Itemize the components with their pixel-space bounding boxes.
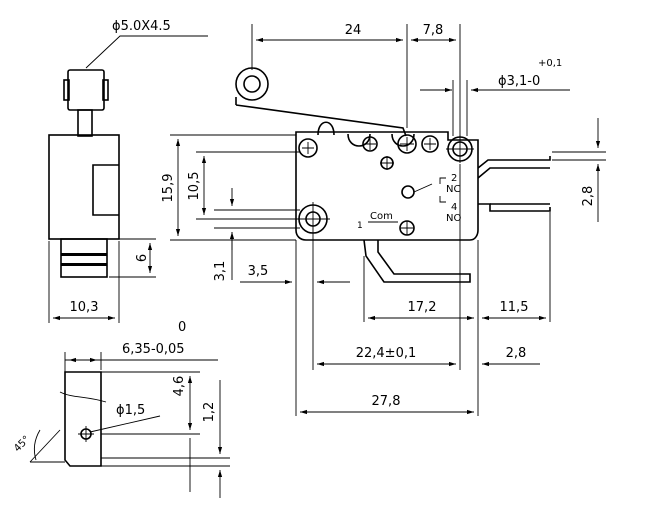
shaft-dia-label: ϕ5.0X4.5 <box>112 19 171 34</box>
no-label: NO <box>446 213 461 224</box>
height-total-label: 15,9 <box>161 174 176 203</box>
term-width-label: 6,35-0,05 <box>122 342 185 357</box>
com-label: Com <box>370 211 393 222</box>
bottom-dimensions: 17,2 11,5 22,4±0,1 2,8 27,8 <box>300 164 551 416</box>
side-width-label: 10,3 <box>70 300 99 315</box>
pin-h2-label: 1,2 <box>202 402 217 423</box>
angle-label: 45° <box>12 434 32 454</box>
front-view: 2 NC 4 NO Com 1 <box>235 67 551 283</box>
terminal-detail: 0 6,35-0,05 ϕ1,5 4,6 1,2 45° <box>12 320 230 498</box>
com-num: 1 <box>357 221 363 231</box>
nc-num: 2 <box>451 173 457 184</box>
side-height-label: 6 <box>135 254 150 262</box>
term-tol-top-label: 0 <box>178 320 186 335</box>
hole-gap-label: 3,5 <box>248 264 269 279</box>
hole-small-label: 3,1 <box>213 261 228 282</box>
no-num: 4 <box>451 202 457 213</box>
right-dimensions: 2,8 <box>552 118 606 222</box>
term-tail-label: 2,8 <box>506 346 527 361</box>
tol-plus-label: +0,1 <box>538 58 562 69</box>
lever-offset-label: 24 <box>345 23 362 38</box>
terminal-gap-label: 7,8 <box>423 23 444 38</box>
nc-label: NC <box>446 184 460 195</box>
left-dimensions: 15,9 10,5 3,1 3,5 <box>161 134 350 416</box>
pin-dia-label: ϕ1,5 <box>116 403 145 418</box>
term-span-label: 17,2 <box>408 300 437 315</box>
body-length-label: 27,8 <box>372 394 401 409</box>
term-end-label: 11,5 <box>500 300 529 315</box>
hole-dia-label: ϕ3,1-0 <box>498 74 540 89</box>
side-view: ϕ5.0X4.5 6 10,3 <box>48 19 208 323</box>
height-mid-label: 10,5 <box>187 172 202 201</box>
top-dimensions: 24 7,8 +0,1 ϕ3,1-0 <box>251 23 570 136</box>
pin-h1-label: 4,6 <box>172 376 187 397</box>
hole-pitch-label: 22,4±0,1 <box>356 346 417 361</box>
term-offset-label: 2,8 <box>581 186 596 207</box>
